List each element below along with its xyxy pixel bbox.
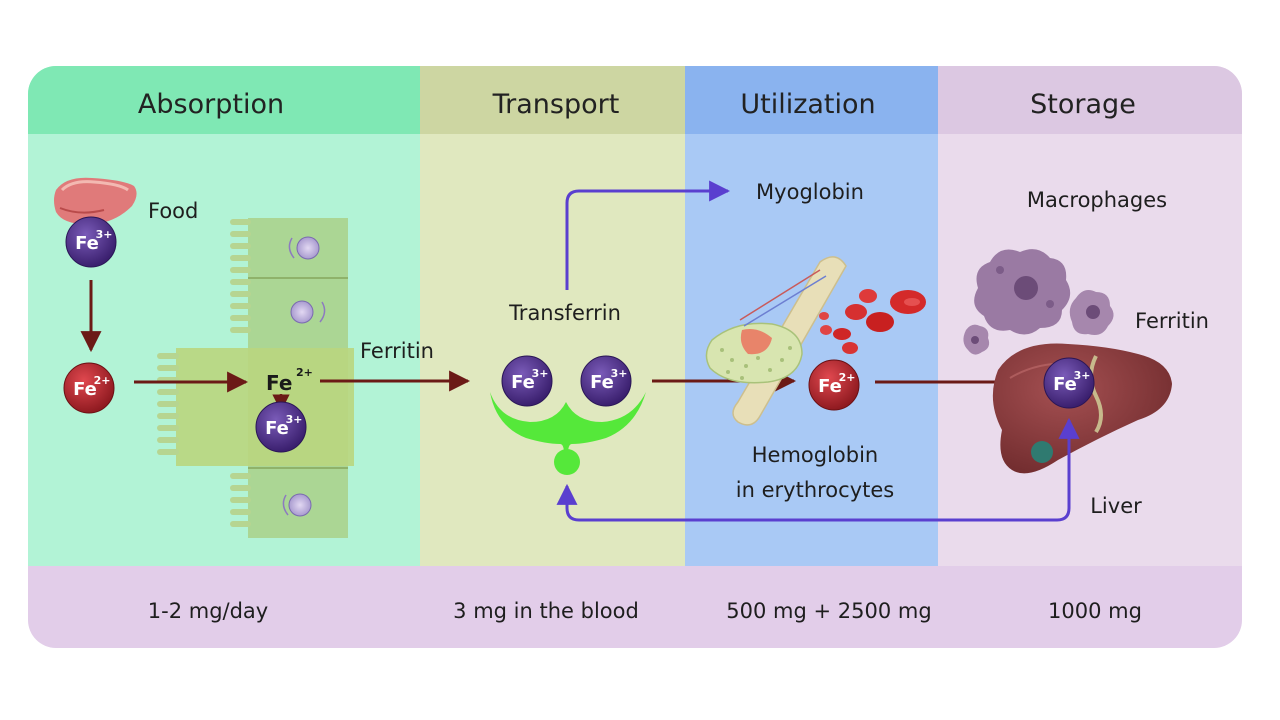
bone-marrow-icon (705, 256, 847, 426)
macrophage-icon (963, 249, 1114, 355)
ferrous-ion-utilization: Fe 2+ (808, 359, 860, 411)
hemoglobin-label-line1: Hemoglobin (752, 443, 879, 467)
header-transport: Transport (492, 89, 620, 120)
ion-charge: 3+ (96, 228, 113, 241)
ion-charge: 3+ (532, 367, 549, 380)
ferric-ion-storage: Fe 3+ (1043, 357, 1095, 409)
macrophages-label: Macrophages (1027, 188, 1167, 212)
ion-symbol: Fe (1053, 374, 1077, 395)
meat-icon (54, 177, 137, 225)
absorption-header-band (28, 66, 420, 134)
amount-storage: 1000 mg (1048, 599, 1142, 623)
arrow-recycling (556, 417, 1080, 522)
food-label: Food (148, 199, 198, 223)
footer-band (28, 566, 1242, 648)
liver-label: Liver (1090, 494, 1142, 518)
ion-charge: 2+ (296, 366, 313, 379)
ion-symbol: Fe (818, 376, 842, 397)
transport-header-band (420, 66, 685, 134)
ferric-ion-enterocyte: Fe 3+ (255, 401, 307, 453)
ion-symbol: Fe (75, 233, 99, 254)
storage-header-band (938, 66, 1242, 134)
ferric-ion-transferrin-left: Fe 3+ (501, 355, 553, 407)
ion-charge: 3+ (286, 413, 303, 426)
ion-charge: 2+ (839, 371, 856, 384)
ion-symbol: Fe (511, 372, 535, 393)
ferrous-ion-absorption: Fe 2+ (63, 362, 115, 414)
hemoglobin-label-line2: in erythrocytes (736, 478, 894, 502)
ion-symbol: Fe (590, 372, 614, 393)
ion-symbol: Fe (266, 371, 292, 395)
absorption-panel (28, 66, 420, 566)
header-absorption: Absorption (138, 89, 284, 120)
amount-utilization: 500 mg + 2500 mg (726, 599, 931, 623)
intestinal-cell-icon (157, 218, 354, 538)
amount-transport: 3 mg in the blood (453, 599, 639, 623)
ion-symbol: Fe (73, 379, 97, 400)
transferrin-label: Transferrin (508, 301, 621, 325)
arrow-to-myoglobin (565, 180, 731, 290)
ion-charge: 3+ (1074, 369, 1091, 382)
ferric-ion-food: Fe 3+ (65, 216, 117, 268)
erythrocyte-icon (819, 289, 926, 354)
ion-charge: 3+ (611, 367, 628, 380)
myoglobin-label: Myoglobin (756, 180, 864, 204)
ferritin-absorption-label: Ferritin (360, 339, 434, 363)
ferrous-ion-enterocyte: Fe 2+ (266, 366, 313, 395)
ion-charge: 2+ (94, 374, 111, 387)
ferritin-storage-label: Ferritin (1135, 309, 1209, 333)
ferric-ion-transferrin-right: Fe 3+ (580, 355, 632, 407)
header-utilization: Utilization (740, 89, 875, 120)
header-storage: Storage (1030, 89, 1136, 120)
utilization-header-band (685, 66, 938, 134)
amount-absorption: 1-2 mg/day (148, 599, 268, 623)
ion-symbol: Fe (265, 418, 289, 439)
